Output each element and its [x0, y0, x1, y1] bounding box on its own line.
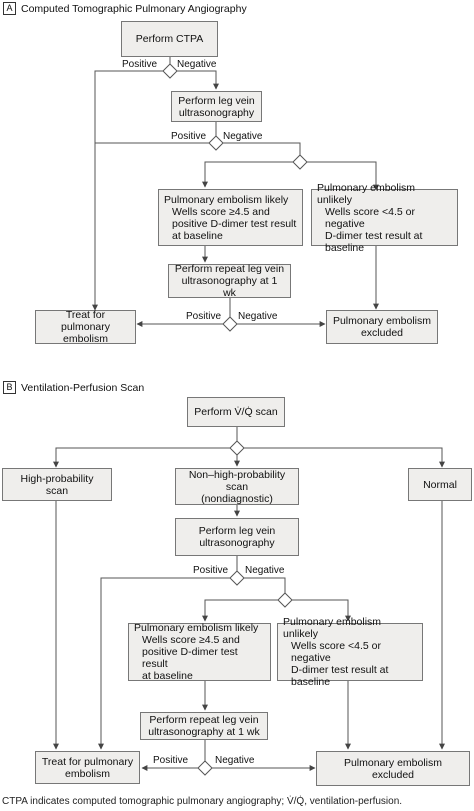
leg-vein-line2: ultrasonography	[199, 537, 275, 549]
pe-unlikely-line2: Wells score <4.5 or negative	[325, 205, 415, 230]
b-repeat-positive-label: Positive	[153, 755, 189, 766]
pe-likely-heading: Pulmonary embolism likely	[134, 622, 259, 634]
pe-unlikely-line2: Wells score <4.5 or negative	[291, 640, 381, 664]
b-ultrasound-positive-label: Positive	[193, 565, 229, 576]
non-high-line2: (nondiagnostic)	[201, 492, 273, 505]
repeat-negative-label: Negative	[238, 311, 278, 322]
high-probability-box: High-probability scan	[2, 468, 112, 501]
repeat-ultrasound-box-a: Perform repeat leg vein ultrasonography …	[168, 263, 291, 299]
pe-likely-line4: at baseline	[142, 670, 193, 682]
non-high-line1: Non–high-probability scan	[188, 468, 286, 493]
excluded-line1: Pulmonary embolism	[332, 315, 432, 327]
pe-likely-line3: positive D-dimer test result	[142, 646, 238, 670]
leg-vein-line1: Perform leg vein	[178, 94, 255, 107]
pe-unlikely-line3: D-dimer test result at	[291, 664, 389, 676]
panel-b-title: Ventilation-Perfusion Scan	[21, 381, 145, 394]
footnote: CTPA indicates computed tomographic pulm…	[2, 796, 403, 807]
repeat-line1: Perform repeat leg vein	[174, 263, 285, 275]
normal-label: Normal	[423, 478, 457, 491]
repeat-line2: ultrasonography at 1 wk	[181, 275, 278, 299]
repeat-line2: ultrasonography at 1 wk	[148, 726, 260, 738]
pe-unlikely-heading: Pulmonary embolism unlikely	[317, 181, 416, 206]
b-repeat-negative-label: Negative	[215, 755, 255, 766]
b-ultrasound-negative-label: Negative	[245, 565, 285, 576]
excluded-line1: Pulmonary embolism	[343, 756, 443, 769]
perform-vq-label: Perform V̇/Q̇ scan	[194, 406, 278, 418]
decision-diamond	[277, 592, 293, 608]
excluded-line2: excluded	[371, 768, 414, 781]
treat-line1: Treat for pulmonary	[60, 309, 111, 333]
panel-a-title: Computed Tomographic Pulmonary Angiograp…	[21, 2, 247, 15]
pe-unlikely-box-a: Pulmonary embolism unlikely Wells score …	[311, 182, 458, 254]
excluded-line2: excluded	[360, 327, 403, 339]
decision-diamond	[197, 760, 213, 776]
decision-diamond	[222, 316, 238, 332]
treat-pe-box-a: Treat for pulmonary embolism	[35, 309, 136, 345]
pe-likely-box-b: Pulmonary embolism likely Wells score ≥4…	[128, 622, 271, 682]
perform-vq-box: Perform V̇/Q̇ scan	[187, 397, 285, 427]
decision-diamond	[292, 154, 308, 170]
treat-line1: Treat for pulmonary	[41, 755, 134, 768]
panel-b-header: B Ventilation-Perfusion Scan	[3, 381, 144, 394]
leg-vein-line2: ultrasonography	[178, 106, 255, 119]
perform-ctpa-box: Perform CTPA	[121, 21, 218, 57]
treat-line2: embolism	[65, 767, 110, 780]
repeat-line1: Perform repeat leg vein	[149, 714, 259, 726]
decision-diamond	[208, 135, 224, 151]
repeat-ultrasound-box-b: Perform repeat leg vein ultrasonography …	[140, 712, 268, 740]
pe-unlikely-line4: baseline	[291, 676, 331, 688]
pe-unlikely-heading: Pulmonary embolism unlikely	[283, 616, 382, 640]
treat-pe-box-b: Treat for pulmonary embolism	[35, 751, 140, 784]
pe-excluded-box-b: Pulmonary embolism excluded	[316, 751, 470, 786]
pe-unlikely-box-b: Pulmonary embolism unlikely Wells score …	[277, 616, 423, 688]
repeat-positive-label: Positive	[186, 311, 222, 322]
decision-diamond	[229, 440, 245, 456]
pe-likely-heading: Pulmonary embolism likely	[164, 193, 289, 206]
panel-a-header: A Computed Tomographic Pulmonary Angiogr…	[3, 2, 247, 15]
ctpa-positive-label: Positive	[122, 59, 158, 70]
treat-line2: embolism	[63, 333, 108, 345]
normal-box: Normal	[408, 468, 472, 501]
ctpa-negative-label: Negative	[177, 59, 217, 70]
pe-likely-line2: Wells score ≥4.5 and	[172, 205, 270, 218]
pe-excluded-box-a: Pulmonary embolism excluded	[326, 310, 438, 344]
decision-diamond	[162, 63, 178, 79]
pe-likely-line2: Wells score ≥4.5 and	[142, 634, 240, 646]
pe-unlikely-line4: baseline	[325, 241, 365, 254]
decision-diamond	[229, 570, 245, 586]
leg-vein-line1: Perform leg vein	[198, 525, 276, 537]
pe-likely-line3: positive D-dimer test result	[172, 217, 297, 230]
high-probability-label: High-probability scan	[20, 472, 94, 497]
non-high-probability-box: Non–high-probability scan (nondiagnostic…	[175, 468, 299, 505]
leg-vein-box-b: Perform leg vein ultrasonography	[175, 518, 299, 556]
panel-b-letter: B	[3, 381, 16, 394]
perform-ctpa-label: Perform CTPA	[135, 33, 204, 45]
pe-unlikely-line3: D-dimer test result at	[325, 229, 423, 242]
pe-likely-line4: at baseline	[172, 229, 223, 242]
ultrasound-negative-label: Negative	[223, 131, 263, 142]
pe-likely-box-a: Pulmonary embolism likely Wells score ≥4…	[158, 189, 303, 246]
panel-a-letter: A	[3, 2, 16, 15]
ultrasound-positive-label: Positive	[171, 131, 207, 142]
leg-vein-box-a: Perform leg vein ultrasonography	[171, 91, 262, 122]
